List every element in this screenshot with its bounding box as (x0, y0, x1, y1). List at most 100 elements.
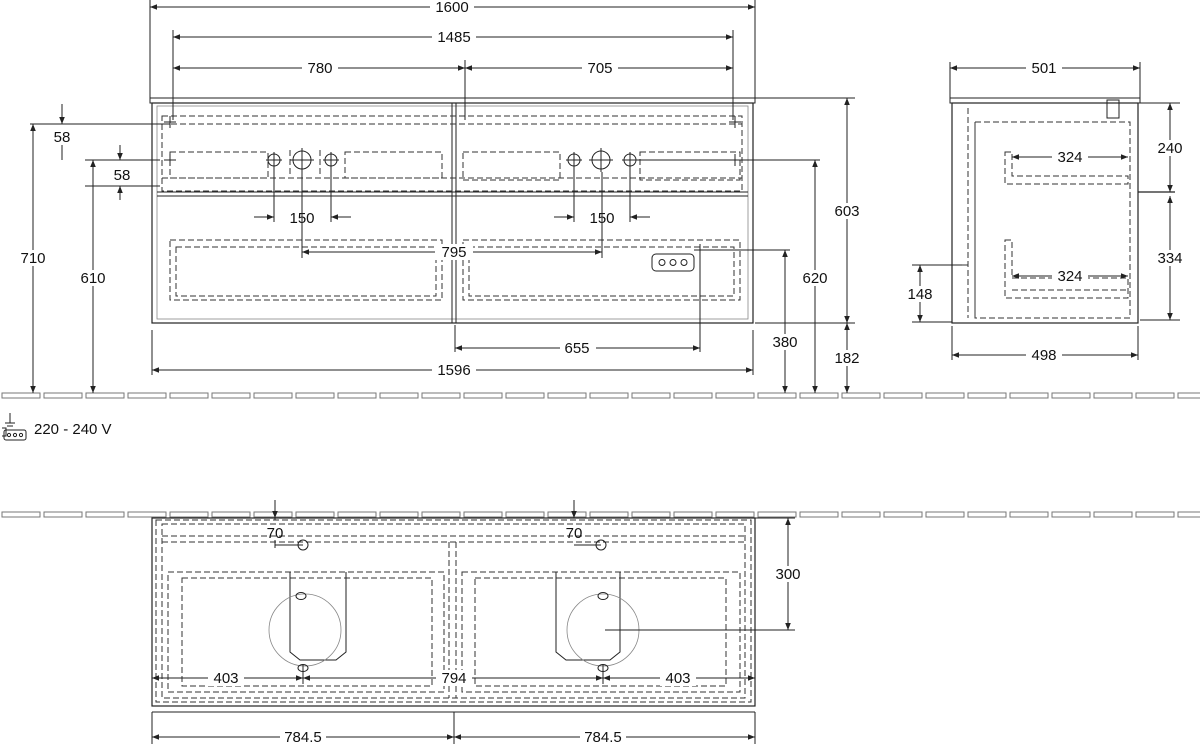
front-dimensions: 1600 1485 780 705 58 58 710 610 (14, 0, 866, 393)
floor-tile (337, 392, 377, 399)
tap-crosshair-left-3 (323, 152, 339, 168)
floor-tile (295, 392, 335, 399)
dim-1485-label: 1485 (437, 29, 470, 46)
tap-crosshair-right-1 (566, 152, 582, 168)
tap-crosshair-left-1 (266, 152, 282, 168)
tap-crosshair-right-2 (589, 148, 613, 172)
floor-tile (757, 511, 797, 518)
floor-tile (1, 511, 41, 518)
floor-tile (967, 392, 1007, 399)
floor-tile (127, 511, 167, 518)
dim-148-label: 148 (907, 286, 932, 303)
dim-58-bottom-label: 58 (114, 167, 131, 184)
dim-1596-label: 1596 (437, 362, 470, 379)
floor-tile (883, 511, 923, 518)
floor-tile (505, 511, 545, 518)
dim-70-right-label: 70 (566, 525, 583, 542)
dim-324-upper-label: 324 (1057, 149, 1082, 166)
dim-780-label: 780 (307, 60, 332, 77)
tap-crosshair-left-2 (290, 148, 314, 172)
dim-324-lower-label: 324 (1057, 268, 1082, 285)
dim-300-label: 300 (775, 566, 800, 583)
dim-380-label: 380 (772, 334, 797, 351)
floor-tile (295, 511, 335, 518)
floor-tile (169, 511, 209, 518)
floor-line-upper (1, 392, 1200, 399)
dim-784-5-right-label: 784.5 (584, 729, 622, 744)
floor-line-lower (1, 511, 1200, 518)
floor-tile (337, 511, 377, 518)
floor-tile (421, 392, 461, 399)
dim-334-label: 334 (1157, 250, 1182, 267)
floor-tile (925, 392, 965, 399)
dim-70-left-label: 70 (267, 525, 284, 542)
dim-501-label: 501 (1031, 60, 1056, 77)
floor-tile (1009, 392, 1049, 399)
floor-tile (757, 392, 797, 399)
floor-tile (1135, 392, 1175, 399)
floor-tile (379, 392, 419, 399)
dim-610-label: 610 (80, 270, 105, 287)
floor-tile (253, 511, 293, 518)
floor-tile (715, 392, 755, 399)
dim-705-label: 705 (587, 60, 612, 77)
side-dimensions: 501 324 324 240 334 148 498 (902, 60, 1189, 364)
dim-710-label: 710 (20, 250, 45, 267)
floor-tile (211, 392, 251, 399)
dim-58-top-label: 58 (54, 129, 71, 146)
floor-tile (1, 392, 41, 399)
power-socket-icon (2, 413, 27, 441)
plan-dimensions: 70 70 300 403 794 403 784.5 784.5 (151, 500, 807, 744)
floor-tile (547, 392, 587, 399)
floor-tile (883, 392, 923, 399)
floor-tile (211, 511, 251, 518)
floor-tile (1051, 392, 1091, 399)
floor-tile (1093, 511, 1133, 518)
dim-603-label: 603 (834, 203, 859, 220)
dim-1600-label: 1600 (435, 0, 468, 16)
socket-box (651, 253, 695, 272)
floor-tile (1177, 392, 1200, 399)
floor-tile (85, 511, 125, 518)
dim-403-left-label: 403 (213, 670, 238, 687)
floor-tile (1093, 392, 1133, 399)
floor-tile (631, 511, 671, 518)
dim-498-label: 498 (1031, 347, 1056, 364)
dim-240-label: 240 (1157, 140, 1182, 157)
floor-tile (421, 511, 461, 518)
floor-tile (127, 392, 167, 399)
floor-tile (169, 392, 209, 399)
floor-tile (715, 511, 755, 518)
floor-tile (631, 392, 671, 399)
floor-tile (799, 511, 839, 518)
dim-794-label: 794 (441, 670, 466, 687)
floor-tile (43, 511, 83, 518)
front-view (149, 97, 756, 324)
floor-tile (673, 511, 713, 518)
floor-tile (1051, 511, 1091, 518)
floor-tile (589, 511, 629, 518)
dim-784-5-left-label: 784.5 (284, 729, 322, 744)
floor-tile (379, 511, 419, 518)
floor-tile (589, 392, 629, 399)
floor-tile (1177, 511, 1200, 518)
floor-tile (463, 392, 503, 399)
floor-tile (967, 511, 1007, 518)
floor-tile (85, 392, 125, 399)
floor-tile (673, 392, 713, 399)
floor-tile (463, 511, 503, 518)
floor-tile (841, 392, 881, 399)
floor-tile (253, 392, 293, 399)
floor-tile (841, 511, 881, 518)
voltage-label: 220 - 240 V (34, 421, 112, 438)
dim-655-label: 655 (564, 340, 589, 357)
dim-795-label: 795 (441, 244, 466, 261)
floor-tile (505, 392, 545, 399)
floor-tile (1009, 511, 1049, 518)
floor-tile (1135, 511, 1175, 518)
floor-tile (547, 511, 587, 518)
floor-tile (925, 511, 965, 518)
dim-403-right-label: 403 (665, 670, 690, 687)
dim-182-label: 182 (834, 350, 859, 367)
